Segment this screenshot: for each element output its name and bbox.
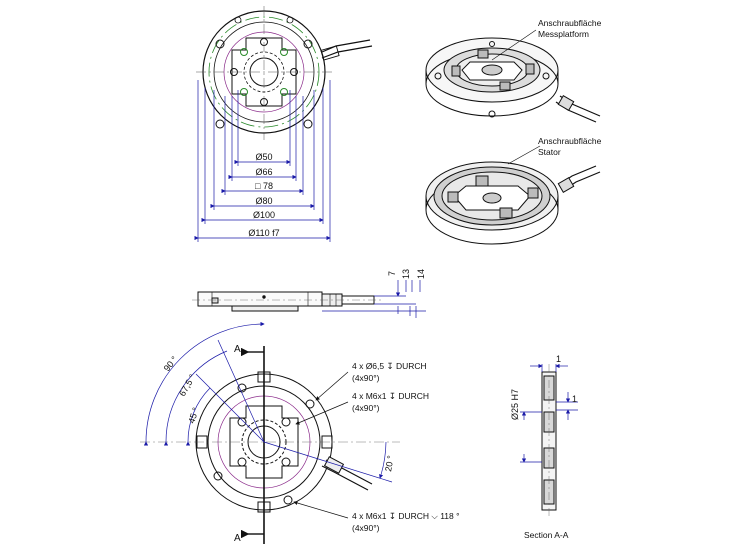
iso-label-stator: Anschraubfläche Stator xyxy=(538,136,602,157)
dim-d50: Ø50 xyxy=(255,152,272,162)
iso-label-platform-line2: Messplatform xyxy=(538,29,589,39)
dim-d66: Ø66 xyxy=(255,167,272,177)
note-1-line1: 4 x Ø6,5 ↧ DURCH xyxy=(352,361,427,371)
angle-dimensions xyxy=(143,321,393,483)
iso-view-stator xyxy=(425,145,601,245)
section-dim-d25: Ø25 H7 xyxy=(510,389,520,420)
dim-d80: Ø80 xyxy=(255,196,272,206)
note-3-line1: 4 x M6x1 ↧ DURCH ⌵ 118 ° xyxy=(352,511,460,521)
side-view-dim-labels: 7 13 14 xyxy=(387,269,426,279)
section-dim-1-top: 1 xyxy=(556,354,561,364)
dim-h7: 7 xyxy=(387,271,397,276)
section-title: Section A-A xyxy=(524,530,569,540)
iso-view-platform xyxy=(425,29,601,123)
section-marker-top: A xyxy=(234,344,241,355)
section-markers: A A xyxy=(234,344,241,544)
side-view-dimensions xyxy=(322,280,426,318)
dim-h13: 13 xyxy=(401,269,411,279)
note-3-line2: (4x90°) xyxy=(352,523,380,533)
angle-67-5: 67,5 ° xyxy=(177,372,198,398)
section-view xyxy=(541,364,557,516)
dim-d100: Ø100 xyxy=(253,210,275,220)
bottom-notes: 4 x Ø6,5 ↧ DURCH (4x90°) 4 x M6x1 ↧ DURC… xyxy=(352,361,460,533)
note-2-line1: 4 x M6x1 ↧ DURCH xyxy=(352,391,429,401)
iso-label-platform-line1: Anschraubfläche xyxy=(538,18,602,28)
section-dim-1-right: 1 xyxy=(572,394,577,404)
dim-h14: 14 xyxy=(416,269,426,279)
section-marker-bottom: A xyxy=(234,533,241,544)
section-dimensions xyxy=(520,363,578,463)
note-1-line2: (4x90°) xyxy=(352,373,380,383)
dim-d110: Ø110 f7 xyxy=(248,228,279,238)
section-labels: 1 1 Ø25 H7 Section A-A xyxy=(510,354,577,540)
side-view xyxy=(192,291,382,312)
dim-square-78: □ 78 xyxy=(255,181,273,191)
note-leaders xyxy=(293,371,349,519)
top-view-dim-labels: Ø50 Ø66 □ 78 Ø80 Ø100 Ø110 f7 xyxy=(248,152,279,238)
angle-20: 20 ° xyxy=(383,454,396,472)
iso-label-stator-line1: Anschraubfläche xyxy=(538,136,602,146)
note-2-line2: (4x90°) xyxy=(352,403,380,413)
iso-label-platform: Anschraubfläche Messplatform xyxy=(538,18,602,39)
angle-45: 45 ° xyxy=(186,406,201,425)
iso-label-stator-line2: Stator xyxy=(538,147,561,157)
top-view-dimensions xyxy=(194,80,331,242)
angle-90: 90 ° xyxy=(162,354,180,373)
top-view xyxy=(196,6,373,140)
